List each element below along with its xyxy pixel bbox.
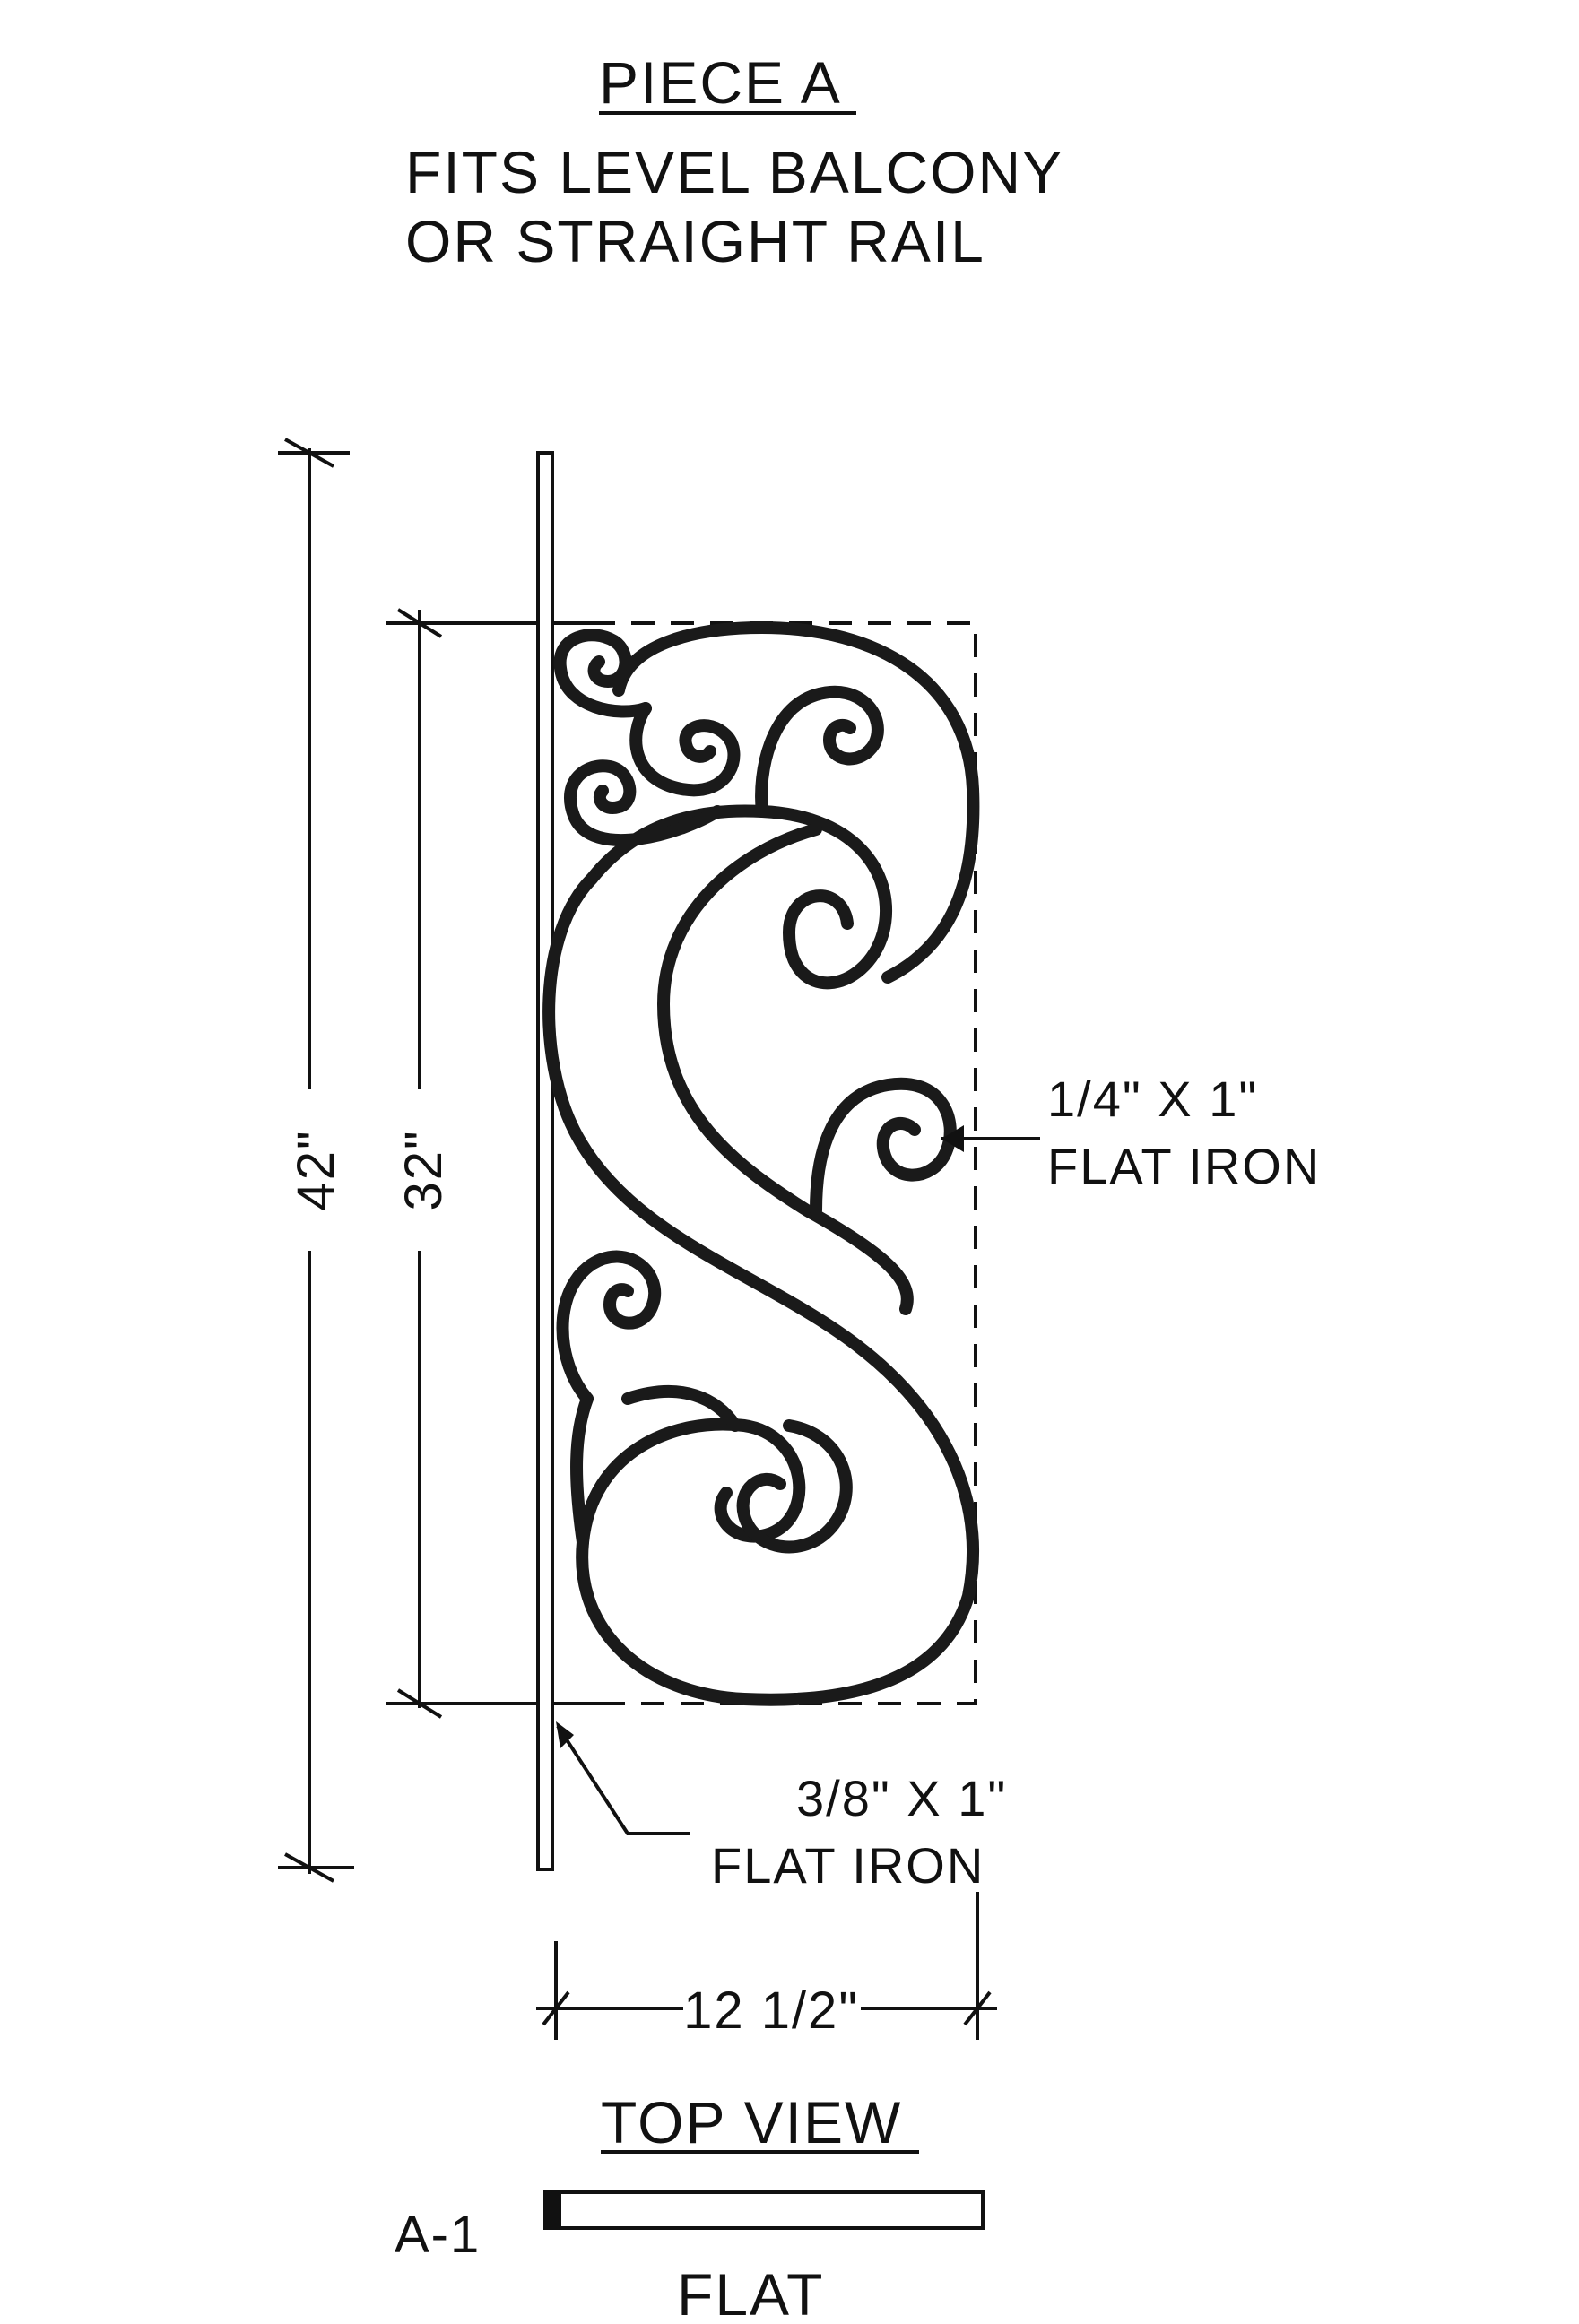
dim-width-label: 12 1/2" bbox=[683, 1981, 859, 2040]
subtitle-line-1: FITS LEVEL BALCONY bbox=[405, 139, 1063, 205]
top-view-title: TOP VIEW bbox=[601, 2089, 902, 2155]
callout-scroll-size: 1/4" X 1" bbox=[1047, 1071, 1258, 1127]
vertical-post bbox=[536, 451, 554, 1871]
dimension-panel-height: 32" bbox=[386, 608, 610, 1719]
dimension-width: 12 1/2" bbox=[536, 1892, 997, 2040]
top-view: TOP VIEW A-1 FLAT bbox=[395, 2089, 985, 2324]
top-view-post-end bbox=[545, 2192, 561, 2228]
callout-scroll-material: 1/4" X 1" FLAT IRON bbox=[941, 1071, 1321, 1194]
scrollwork bbox=[542, 621, 980, 1706]
dimension-overall-height: 42" bbox=[278, 438, 354, 1883]
top-view-label: FLAT bbox=[677, 2261, 824, 2324]
callout-scroll-material-label: FLAT IRON bbox=[1047, 1138, 1321, 1194]
drawing-title: PIECE A bbox=[599, 49, 842, 116]
top-view-ref: A-1 bbox=[395, 2206, 481, 2264]
callout-post-material: 3/8" X 1" FLAT IRON bbox=[556, 1721, 1007, 1894]
dim-panel-height-label: 32" bbox=[395, 1129, 453, 1210]
top-view-bar bbox=[543, 2190, 985, 2230]
dim-overall-height-label: 42" bbox=[287, 1129, 345, 1210]
callout-post-size: 3/8" X 1" bbox=[796, 1770, 1007, 1826]
callout-post-material-label: FLAT IRON bbox=[711, 1837, 985, 1894]
subtitle-line-2: OR STRAIGHT RAIL bbox=[405, 208, 985, 274]
